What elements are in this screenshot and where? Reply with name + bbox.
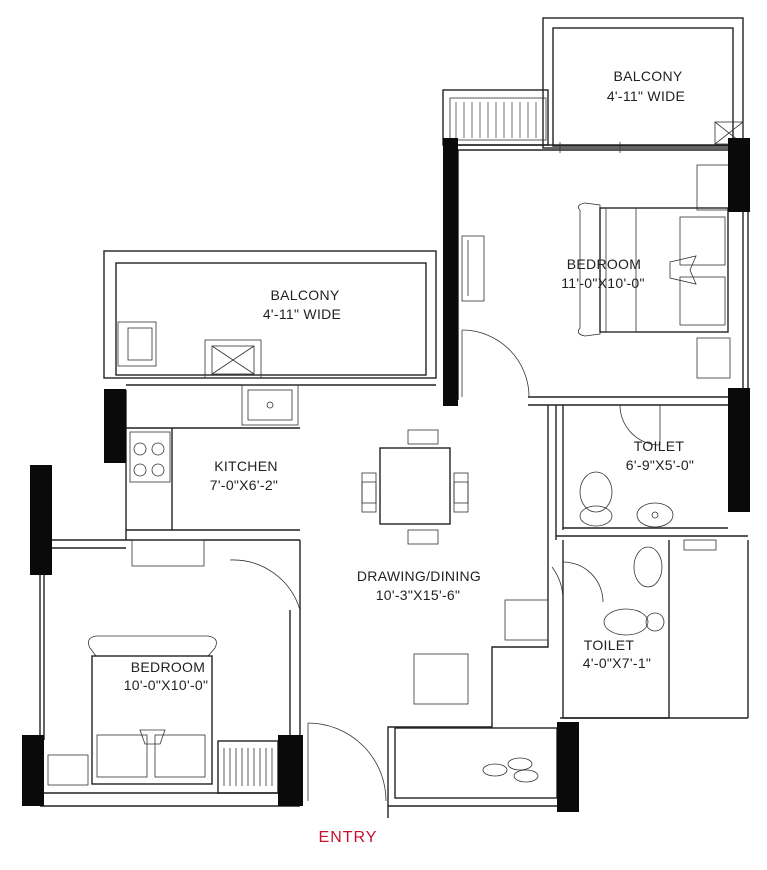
railing-hatch [455,102,537,138]
toilet-right: TOILET 6'-9"X5'-0" [555,404,748,540]
entry-door-swing [307,722,387,802]
bedroom-left-name: BEDROOM [131,659,205,675]
balcony-mid-name: BALCONY [270,287,339,303]
toilet-small-name: TOILET [584,637,635,653]
bed-right [577,202,729,337]
columns [22,138,750,812]
toilet-right-dim: 6'-9"X5'-0" [626,457,694,473]
kitchen: KITCHEN 7'-0"X6'-2" [125,384,436,541]
balcony-top-name: BALCONY [613,68,682,84]
wardrobe-left [217,740,279,794]
kitchen-name: KITCHEN [214,458,278,474]
bedroom-right-dim: 11'-0"X10'-0" [561,275,645,291]
stove [129,431,171,483]
bed-left [88,635,217,785]
bedroom-left: BEDROOM 10'-0"X10'-0" [39,539,301,794]
bedroom-right-name: BEDROOM [567,256,641,272]
toilet-small: TOILET 4'-0"X7'-1" [562,539,717,719]
balcony-top: BALCONY 4'-11" WIDE [442,17,744,149]
balcony-mid: BALCONY 4'-11" WIDE [103,250,437,379]
toilet-right-name: TOILET [634,438,685,454]
bedroom-right: BEDROOM 11'-0"X10'-0" [458,142,749,390]
bedroom-left-dim: 10'-0"X10'-0" [124,677,209,693]
kitchen-dim: 7'-0"X6'-2" [210,477,278,493]
entry-label: ENTRY [319,829,378,846]
dining-table [361,429,469,545]
drawing-dining: DRAWING/DINING 10'-3"X15'-6" [229,150,564,818]
foyer [394,727,558,799]
drawing-dim: 10'-3"X15'-6" [376,587,461,603]
balcony-mid-dim: 4'-11" WIDE [263,306,341,322]
balcony-top-dim: 4'-11" WIDE [607,88,685,104]
drawing-name: DRAWING/DINING [357,568,481,584]
toilet-small-dim: 4'-0"X7'-1" [583,655,651,671]
